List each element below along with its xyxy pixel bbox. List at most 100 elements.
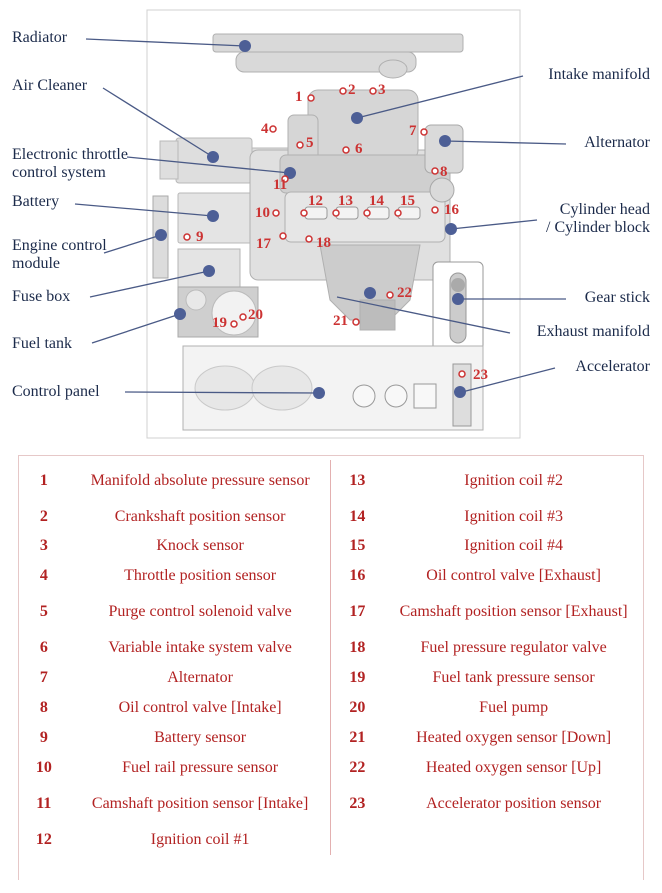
legend-desc: Throttle position sensor — [69, 561, 332, 591]
legend-desc: Variable intake system valve — [69, 633, 332, 663]
legend-desc: Heated oxygen sensor [Down] — [416, 729, 612, 746]
legend-num: 11 — [36, 795, 52, 812]
legend-row: 10 Fuel rail pressure sensor 22 Heated o… — [18, 753, 644, 783]
leader-cylinder-head — [450, 219, 538, 230]
fuel-tank-shape — [177, 286, 259, 338]
legend-num: 5 — [39, 603, 48, 620]
label-etcs: Electronic throttle control system — [12, 146, 128, 181]
legend-row: 8 Oil control valve [Intake] 20 Fuel pum… — [18, 693, 644, 723]
legend-desc: Alternator — [69, 663, 332, 693]
legend-num: 23 — [349, 795, 366, 812]
engine-layout-diagram — [74, 9, 567, 439]
legend-num: 19 — [349, 669, 366, 686]
leader-exhaust-manifold — [336, 296, 511, 334]
label-battery: Battery — [12, 193, 60, 210]
label-exhaust-manifold: Exhaust manifold — [536, 323, 650, 340]
legend-row: 4 Throttle position sensor 16 Oil contro… — [18, 561, 644, 591]
legend-row: 6 Variable intake system valve 18 Fuel p… — [18, 633, 644, 663]
label-intake-manifold: Intake manifold — [548, 66, 650, 83]
sensor-point-14 — [363, 209, 371, 217]
sensor-point-2 — [339, 87, 347, 95]
legend-num: 8 — [39, 699, 48, 716]
legend-desc: Manifold absolute pressure sensor — [69, 460, 332, 502]
legend-row: 9 Battery sensor 21 Heated oxygen sensor… — [18, 723, 644, 753]
leader-radiator — [85, 38, 246, 47]
legend-num: 17 — [349, 603, 366, 620]
legend-row: 11 Camshaft position sensor [Intake] 23 … — [18, 783, 644, 825]
sensor-point-8 — [431, 167, 439, 175]
marker-13: 13 — [338, 193, 353, 209]
marker-16: 16 — [444, 202, 459, 218]
legend-num: 10 — [35, 759, 52, 776]
sensor-point-1 — [307, 94, 315, 102]
legend-empty — [331, 825, 383, 855]
callout-dot-radiator — [239, 40, 251, 52]
marker-6: 6 — [355, 141, 363, 157]
gear-stick-shape — [432, 261, 484, 359]
legend-desc: Fuel pressure regulator valve — [420, 639, 607, 656]
legend-num: 14 — [349, 507, 366, 525]
legend-desc: Oil control valve [Intake] — [69, 693, 332, 723]
legend-num: 2 — [39, 507, 48, 525]
legend-num: 21 — [349, 729, 366, 746]
marker-4: 4 — [261, 121, 269, 137]
legend-row: 12 Ignition coil #1 — [18, 825, 644, 855]
legend-num: 3 — [39, 537, 48, 554]
sensor-point-15 — [394, 209, 402, 217]
radiator-shape — [212, 33, 464, 79]
sensor-point-20 — [239, 313, 247, 321]
legend-num: 9 — [39, 729, 48, 746]
legend-num: 13 — [349, 472, 366, 489]
callout-dot-exhaust-manifold — [364, 287, 376, 299]
callout-dot-ecm — [155, 229, 167, 241]
sensor-point-11 — [281, 175, 289, 183]
marker-15: 15 — [400, 193, 415, 209]
marker-17: 17 — [256, 236, 271, 252]
legend-num: 15 — [349, 537, 366, 554]
sensor-point-7 — [420, 128, 428, 136]
sensor-point-22 — [386, 291, 394, 299]
marker-22: 22 — [397, 285, 412, 301]
sensor-point-18 — [305, 235, 313, 243]
sensor-point-23 — [458, 370, 466, 378]
callout-dot-battery — [207, 210, 219, 222]
marker-18: 18 — [316, 235, 331, 251]
legend-num: 22 — [349, 759, 366, 776]
callout-dot-air-cleaner — [207, 151, 219, 163]
legend-desc: Fuel tank pressure sensor — [432, 669, 595, 686]
callout-dot-cylinder-head — [445, 223, 457, 235]
callout-dot-alternator — [439, 135, 451, 147]
marker-23: 23 — [473, 367, 488, 383]
legend-empty — [383, 825, 644, 855]
leader-alternator — [444, 140, 567, 145]
legend-desc: Camshaft position sensor [Exhaust] — [399, 603, 628, 620]
legend-desc: Ignition coil #4 — [464, 537, 563, 554]
sensor-point-16 — [431, 206, 439, 214]
legend-num: 16 — [349, 567, 366, 584]
legend-row: 2 Crankshaft position sensor 14 Ignition… — [18, 502, 644, 531]
leader-control-panel — [124, 391, 320, 394]
marker-5: 5 — [306, 135, 314, 151]
legend-right-rule — [643, 455, 644, 880]
legend-desc: Accelerator position sensor — [426, 795, 602, 812]
label-alternator: Alternator — [584, 134, 650, 151]
legend-num: 18 — [349, 639, 366, 656]
callout-dot-accelerator — [454, 386, 466, 398]
legend-table: 1 Manifold absolute pressure sensor 13 I… — [18, 460, 644, 855]
legend-top-rule — [18, 455, 644, 456]
label-fuel-tank: Fuel tank — [12, 335, 72, 352]
legend-desc: Crankshaft position sensor — [69, 502, 332, 531]
legend-row: 5 Purge control solenoid valve 17 Camsha… — [18, 591, 644, 633]
sensor-point-19 — [230, 320, 238, 328]
marker-7: 7 — [409, 123, 417, 139]
marker-11: 11 — [273, 177, 288, 193]
sensor-point-3 — [369, 87, 377, 95]
marker-8: 8 — [440, 164, 448, 180]
label-gear-stick: Gear stick — [584, 289, 650, 306]
marker-19: 19 — [212, 315, 227, 331]
legend-num: 1 — [39, 472, 48, 489]
marker-14: 14 — [369, 193, 384, 209]
legend-desc: Ignition coil #2 — [464, 472, 563, 489]
leader-intake-manifold — [356, 75, 524, 119]
legend-desc: Knock sensor — [69, 531, 332, 561]
